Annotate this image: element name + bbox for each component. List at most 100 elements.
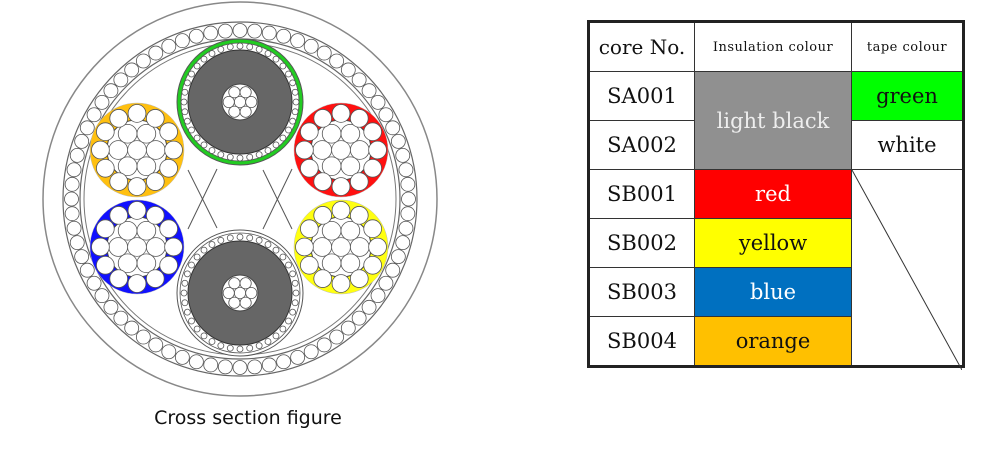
strand xyxy=(228,86,241,99)
armour-wire xyxy=(247,359,263,375)
screen-wire xyxy=(236,154,244,162)
armour-wire xyxy=(124,62,140,78)
armour-wire xyxy=(370,94,386,110)
armour-wire xyxy=(113,72,129,88)
screen-wire xyxy=(285,70,292,78)
armour-wire xyxy=(86,107,102,123)
strand xyxy=(321,156,342,177)
filler-cross-lines xyxy=(187,168,293,230)
strand xyxy=(245,95,258,109)
armour-wire xyxy=(174,349,190,365)
screen-wire xyxy=(208,241,216,248)
armour-outer-line xyxy=(62,21,418,377)
strand xyxy=(349,237,370,257)
armour-wire xyxy=(370,288,386,304)
armour-wire xyxy=(94,94,110,110)
screen-wire xyxy=(226,153,234,161)
strand xyxy=(108,140,129,160)
screen-wire xyxy=(200,332,208,340)
strand xyxy=(117,156,138,177)
diagonal-slash xyxy=(852,170,962,370)
strand xyxy=(239,296,252,309)
armour-wire xyxy=(329,53,345,69)
strand xyxy=(108,237,129,257)
screen-wire xyxy=(183,79,191,87)
core-no-cell: SB004 xyxy=(588,316,695,367)
armour-wire xyxy=(79,262,95,278)
screen-wire xyxy=(236,42,244,50)
screen-wire xyxy=(208,147,216,154)
strand xyxy=(109,172,129,191)
armour-wire xyxy=(351,310,367,326)
screen-wire xyxy=(285,317,292,325)
armour-wire xyxy=(303,38,319,54)
armour-wire xyxy=(316,337,332,353)
armour-wire xyxy=(276,354,292,370)
armour-wire xyxy=(66,220,82,236)
strand xyxy=(313,172,333,191)
armour-wire xyxy=(64,206,80,222)
tape-cell-not-applicable xyxy=(851,169,964,370)
strand xyxy=(363,158,382,178)
table-row: SA001 light black green xyxy=(588,71,964,170)
table-row: SB001 red xyxy=(588,169,964,370)
screen-wire xyxy=(255,45,263,53)
strand xyxy=(368,237,387,257)
strand xyxy=(136,220,157,241)
strand xyxy=(228,105,241,118)
screen-wire xyxy=(217,236,225,244)
screen-wire xyxy=(255,151,263,159)
strand xyxy=(349,109,369,128)
strand xyxy=(234,287,246,299)
strand xyxy=(164,237,183,257)
screen-wire xyxy=(285,126,292,134)
armour-wire xyxy=(188,354,204,370)
strand xyxy=(363,219,382,239)
strand xyxy=(127,274,147,293)
screen-wire xyxy=(264,147,272,154)
screen-wire xyxy=(264,241,272,248)
armour-wire xyxy=(148,45,164,61)
armour-wire xyxy=(400,176,416,192)
armour-wire xyxy=(316,45,332,61)
screen-wire xyxy=(181,108,189,116)
screen-wire xyxy=(279,134,287,142)
armour-wire xyxy=(261,25,277,41)
table-row: SB003 blue xyxy=(588,267,964,317)
armour-wire xyxy=(351,72,367,88)
strand xyxy=(312,237,333,257)
strand xyxy=(159,255,178,275)
strand xyxy=(228,296,241,309)
core-no-cell: SB001 xyxy=(588,169,695,219)
armour-wire xyxy=(276,28,292,44)
armour-wire xyxy=(79,120,95,136)
strand xyxy=(239,105,252,118)
armour-wire xyxy=(64,176,80,192)
strand xyxy=(109,206,129,225)
screen-wire xyxy=(200,246,208,254)
core-no-cell: SA002 xyxy=(588,120,695,170)
strand xyxy=(331,140,351,160)
core-colour-table: core No. Insulation colour tape colour S… xyxy=(587,20,965,370)
armour-wire xyxy=(303,344,319,360)
table-row: SB002 yellow xyxy=(588,218,964,268)
armour-wire xyxy=(290,33,306,49)
armour-wire xyxy=(340,320,356,336)
strand xyxy=(312,140,333,160)
strand xyxy=(117,253,138,274)
strand xyxy=(331,201,351,220)
insulation-cell-blue: blue xyxy=(694,267,852,317)
strand xyxy=(145,237,166,257)
strand xyxy=(349,206,369,225)
screen-wire xyxy=(208,50,216,57)
armour-wire xyxy=(135,53,151,69)
screen-wire xyxy=(272,246,280,254)
strand xyxy=(363,255,382,275)
screen-wire xyxy=(279,325,287,333)
strand xyxy=(300,158,319,178)
screen-wire xyxy=(193,134,201,142)
armour-wire xyxy=(217,359,233,375)
screen-wire xyxy=(183,308,191,316)
armour-wire xyxy=(395,235,411,251)
strand xyxy=(321,253,342,274)
